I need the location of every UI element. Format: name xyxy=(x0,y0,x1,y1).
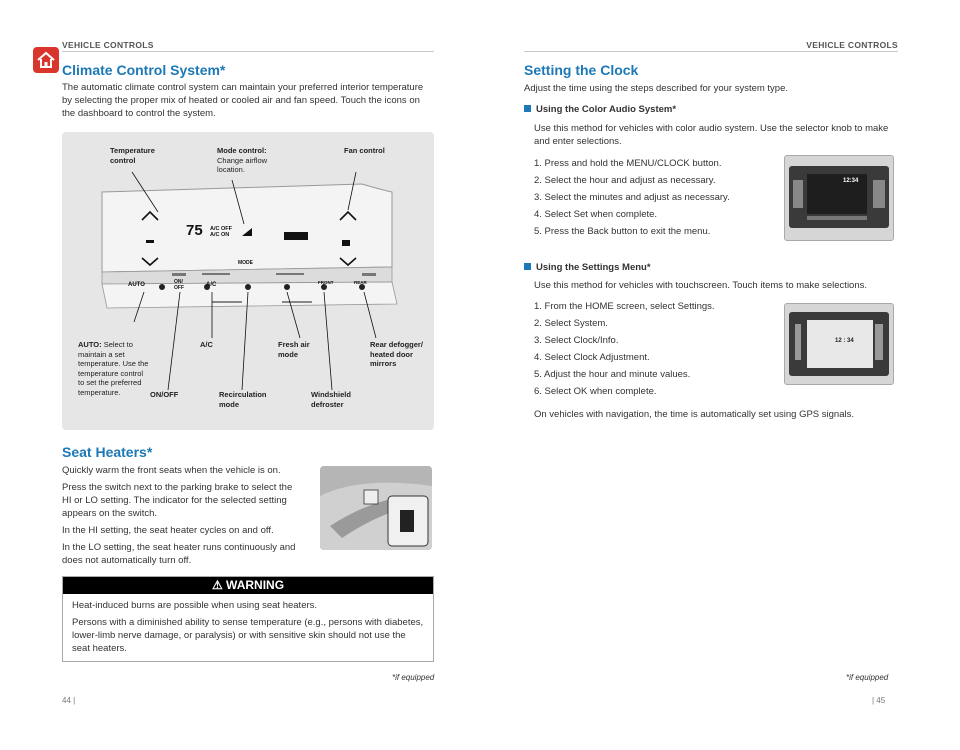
page-number-right: | 45 xyxy=(872,696,886,705)
footnote-left: *if equipped xyxy=(392,673,435,682)
warning-triangle-icon: ⚠ xyxy=(211,578,223,592)
warning-box: ⚠ WARNING Heat-induced burns are possibl… xyxy=(62,576,434,662)
ac-button[interactable]: A/C xyxy=(206,282,217,288)
seat-heaters-title: Seat Heaters* xyxy=(62,444,153,460)
header-rule-left xyxy=(62,51,434,52)
color-audio-step: 1. Press and hold the MENU/CLOCK button. xyxy=(534,158,722,169)
label-ac: A/C xyxy=(200,340,213,349)
seat-heater-switch-photo xyxy=(320,466,432,550)
warning-p1: Heat-induced burns are possible when usi… xyxy=(72,600,318,611)
color-audio-step: 4. Select Set when complete. xyxy=(534,209,658,220)
settings-step: 1. From the HOME screen, select Settings… xyxy=(534,301,715,312)
label-auto-title: AUTO: xyxy=(78,340,102,349)
label-temperature: Temperature control xyxy=(110,146,155,165)
label-onoff: ON/OFF xyxy=(150,390,179,399)
color-audio-step: 2. Select the hour and adjust as necessa… xyxy=(534,175,716,186)
color-audio-heading: Using the Color Audio System* xyxy=(524,104,676,115)
color-audio-screen-time: 12:34 xyxy=(843,178,859,184)
front-defrost-button[interactable]: FRONT xyxy=(318,280,334,285)
settings-step: 4. Select Clock Adjustment. xyxy=(534,352,650,363)
page-number-left: 44 | xyxy=(62,696,76,705)
warning-p2: Persons with a diminished ability to sen… xyxy=(72,617,424,654)
climate-panel-figure: 75 A/C OFF A/C ON MODE AUTO ON/ OFF A/C … xyxy=(62,132,434,430)
home-icon[interactable] xyxy=(33,47,59,73)
settings-step: 5. Adjust the hour and minute values. xyxy=(534,369,691,380)
settings-menu-heading: Using the Settings Menu* xyxy=(524,262,651,273)
mode-indicator: MODE xyxy=(238,260,253,266)
settings-step: 6. Select OK when complete. xyxy=(534,386,657,397)
temp-display: 75 xyxy=(186,222,203,239)
header-rule-right xyxy=(524,51,898,52)
rear-defrost-button[interactable]: REAR xyxy=(354,280,367,285)
clock-intro: Adjust the time using the steps describe… xyxy=(524,83,789,94)
bullet-square-icon xyxy=(524,263,531,270)
seat-p1: Quickly warm the front seats when the ve… xyxy=(62,465,281,476)
bullet-square-icon xyxy=(524,105,531,112)
auto-button[interactable]: AUTO xyxy=(128,282,145,288)
climate-intro: The automatic climate control system can… xyxy=(62,82,424,119)
warning-bar: ⚠ WARNING xyxy=(63,577,433,594)
warning-title: WARNING xyxy=(226,578,285,592)
section-header-left: VEHICLE CONTROLS xyxy=(62,40,154,50)
color-audio-step: 3. Select the minutes and adjust as nece… xyxy=(534,192,730,203)
label-rear: Rear defogger/ heated door mirrors xyxy=(370,340,423,368)
color-audio-desc: Use this method for vehicles with color … xyxy=(534,123,889,147)
settings-step: 2. Select System. xyxy=(534,318,608,329)
ac-on-indicator: A/C ON xyxy=(210,232,230,238)
label-mode-title: Mode control: xyxy=(217,146,267,155)
settings-screen-time: 12 : 34 xyxy=(835,338,854,344)
onoff-button[interactable]: ON/ OFF xyxy=(174,279,184,291)
seat-p4: In the LO setting, the seat heater runs … xyxy=(62,542,296,566)
label-recirc: Recirculation mode xyxy=(219,390,267,409)
settings-menu-desc: Use this method for vehicles with touchs… xyxy=(534,280,868,291)
settings-step: 3. Select Clock/Info. xyxy=(534,335,619,346)
clock-title: Setting the Clock xyxy=(524,62,639,78)
ac-off-indicator: A/C OFF xyxy=(210,226,232,232)
label-auto-desc: Select to maintain a set temperature. Us… xyxy=(78,340,149,397)
color-audio-step: 5. Press the Back button to exit the men… xyxy=(534,226,711,237)
climate-title: Climate Control System* xyxy=(62,62,226,78)
label-fan: Fan control xyxy=(344,146,385,155)
color-audio-screen-image: 12:34 xyxy=(784,155,894,241)
label-windshield: Windshield defroster xyxy=(311,390,351,409)
seat-p2: Press the switch next to the parking bra… xyxy=(62,482,293,519)
gps-note: On vehicles with navigation, the time is… xyxy=(534,409,854,420)
label-mode-desc: Change airflow location. xyxy=(217,155,268,175)
label-fresh: Fresh air mode xyxy=(278,340,310,359)
section-header-right: VEHICLE CONTROLS xyxy=(806,40,898,50)
seat-p3: In the HI setting, the seat heater cycle… xyxy=(62,525,274,536)
footnote-right: *if equipped xyxy=(846,673,889,682)
settings-screen-image: 12 : 34 xyxy=(784,303,894,385)
